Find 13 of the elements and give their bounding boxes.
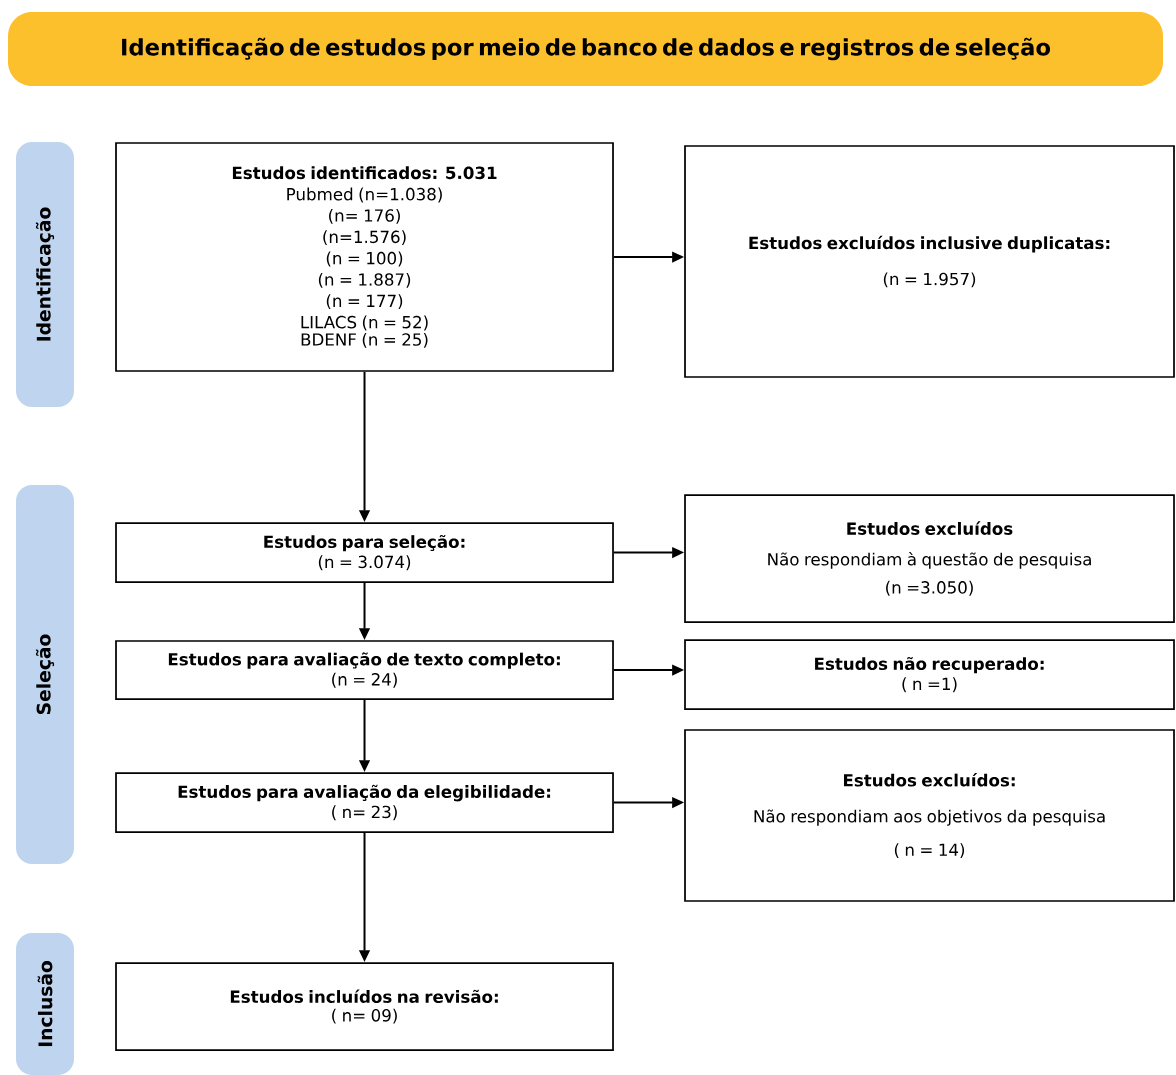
process-box: Estudos identificados: 5.031 Pubmed (n=1.038) (n= 176) (n=1.576) (n = 100) (n = 1.887) (n = 177) LILACS (n = 52) BDENF (n = 25) [115,142,614,372]
phase-band: Inclusão [16,933,74,1075]
process-box: Estudos para avaliação de texto completo: (n = 24) [115,640,614,700]
process-box: Estudos não recuperado: ( n =1) [684,639,1175,710]
process-box: Estudos incluídos na revisão: ( n= 09) [115,962,614,1051]
phase-band: Identificação [16,142,74,407]
process-box: Estudos excluídos inclusive duplicatas: (n = 1.957) [684,145,1175,378]
phase-band: Seleção [16,485,74,864]
process-box: Estudos para avaliação da elegibilidade: ( n= 23) [115,772,614,833]
process-box: Estudos excluídos Não respondiam à questão de pesquisa (n =3.050) [684,494,1175,623]
process-box: Estudos excluídos: Não respondiam aos objetivos da pesquisa ( n = 14) [684,729,1175,902]
title-banner: Identificação de estudos por meio de banco de dados e registros de seleção [8,12,1163,86]
process-box: Estudos para seleção: (n = 3.074) [115,522,614,583]
